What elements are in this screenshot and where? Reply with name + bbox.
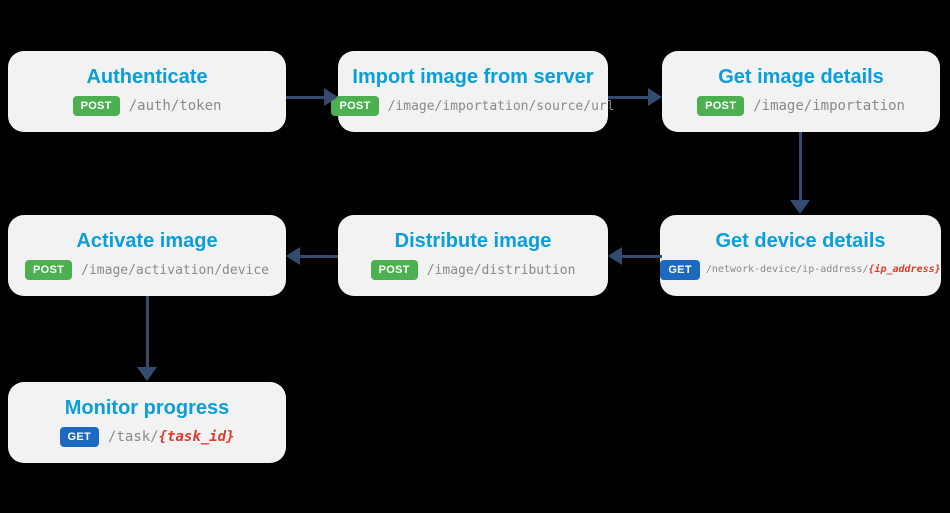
api-path: /image/importation bbox=[753, 98, 905, 114]
api-path: /network-device/ip-address/{ip_address} bbox=[705, 264, 941, 275]
http-method-badge: POST bbox=[697, 96, 745, 116]
http-method-badge: POST bbox=[331, 96, 379, 116]
arrow-line bbox=[608, 95, 648, 99]
api-path: /image/distribution bbox=[426, 262, 576, 278]
endpoint-row: POST /image/distribution bbox=[370, 260, 576, 280]
arrow-head-down-icon bbox=[790, 200, 810, 214]
node-monitor-progress: Monitor progress GET /task/{task_id} bbox=[8, 382, 286, 463]
arrow-device-details-to-distribute bbox=[608, 247, 662, 265]
node-distribute-image: Distribute image POST /image/distributio… bbox=[338, 215, 608, 296]
path-parameter: {ip_address} bbox=[868, 264, 941, 275]
node-title: Authenticate bbox=[86, 66, 208, 88]
arrow-image-details-to-device-details bbox=[789, 132, 811, 214]
node-title: Distribute image bbox=[394, 230, 552, 252]
node-activate-image: Activate image POST /image/activation/de… bbox=[8, 215, 286, 296]
api-path: /image/importation/source/url bbox=[387, 98, 615, 114]
endpoint-row: POST /image/activation/device bbox=[25, 260, 269, 280]
node-title: Monitor progress bbox=[64, 397, 230, 419]
http-method-badge: POST bbox=[25, 260, 73, 280]
node-authenticate: Authenticate POST /auth/token bbox=[8, 51, 286, 132]
arrow-head-left-icon bbox=[286, 247, 300, 265]
endpoint-row: POST /image/importation bbox=[697, 96, 905, 116]
node-get-image-details: Get image details POST /image/importatio… bbox=[662, 51, 940, 132]
node-import-image-from-server: Import image from server POST /image/imp… bbox=[331, 51, 615, 132]
endpoint-row: POST /image/importation/source/url bbox=[331, 96, 615, 116]
arrow-distribute-to-activate bbox=[286, 247, 338, 265]
arrow-head-right-icon bbox=[648, 88, 662, 106]
arrow-authenticate-to-import bbox=[286, 88, 338, 106]
http-method-badge: GET bbox=[660, 260, 700, 280]
arrow-line bbox=[300, 254, 338, 258]
http-method-badge: GET bbox=[59, 427, 100, 447]
endpoint-row: POST /auth/token bbox=[72, 96, 222, 116]
arrow-activate-to-monitor bbox=[136, 296, 158, 381]
node-title: Import image from server bbox=[352, 66, 594, 88]
api-path: /auth/token bbox=[128, 98, 222, 114]
arrow-head-down-icon bbox=[137, 367, 157, 381]
node-title: Get device details bbox=[715, 230, 886, 252]
arrow-line bbox=[286, 95, 324, 99]
endpoint-row: GET /network-device/ip-address/{ip_addre… bbox=[660, 260, 941, 280]
arrow-line bbox=[798, 132, 802, 200]
path-parameter: {task_id} bbox=[158, 429, 235, 445]
api-path: /task/{task_id} bbox=[108, 429, 235, 445]
node-get-device-details: Get device details GET /network-device/i… bbox=[660, 215, 941, 296]
api-path: /image/activation/device bbox=[81, 262, 269, 278]
http-method-badge: POST bbox=[72, 96, 120, 116]
node-title: Get image details bbox=[718, 66, 884, 88]
http-method-badge: POST bbox=[370, 260, 418, 280]
endpoint-row: GET /task/{task_id} bbox=[59, 427, 235, 447]
node-title: Activate image bbox=[76, 230, 218, 252]
arrow-line bbox=[622, 254, 662, 258]
arrow-import-to-image-details bbox=[608, 88, 662, 106]
arrow-head-right-icon bbox=[324, 88, 338, 106]
arrow-head-left-icon bbox=[608, 247, 622, 265]
arrow-line bbox=[145, 296, 149, 367]
